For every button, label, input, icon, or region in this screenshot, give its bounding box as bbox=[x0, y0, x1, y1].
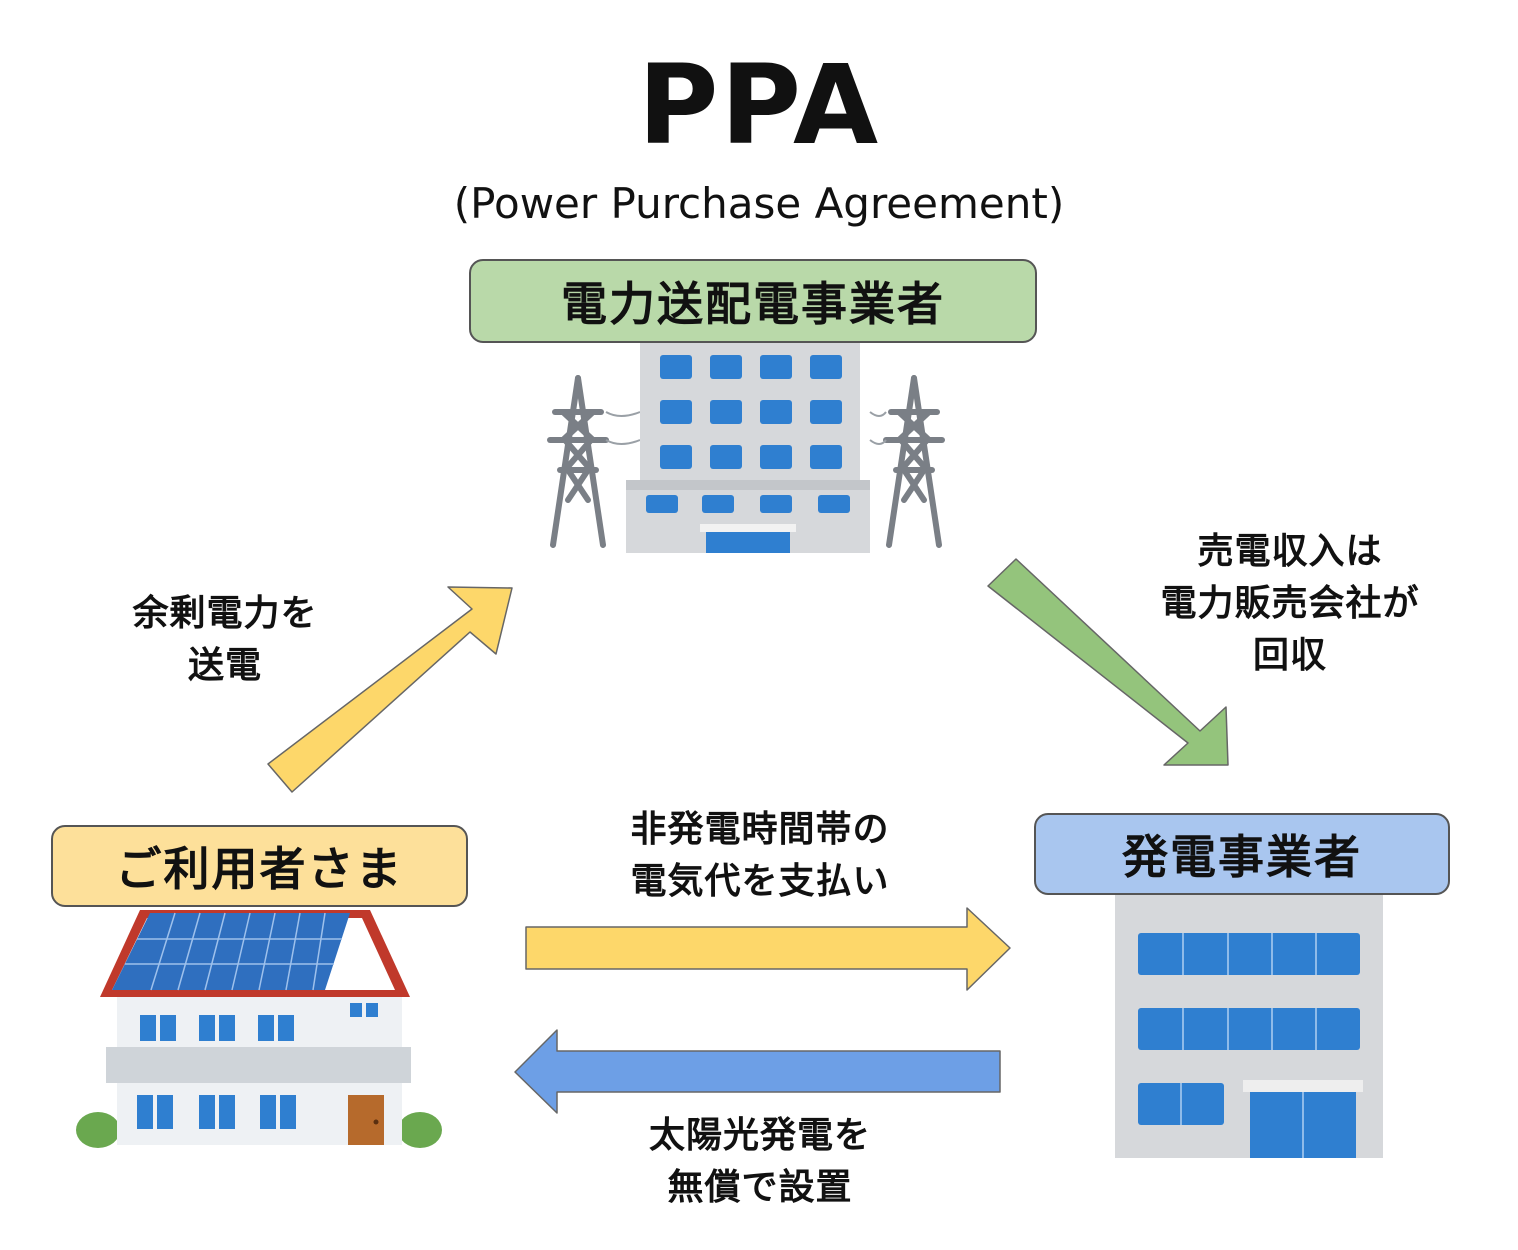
free-install-note-line-2: 無償で設置 bbox=[667, 1167, 853, 1208]
arrow-install-to-customer bbox=[514, 1029, 1001, 1114]
surplus-note-line-1: 余剰電力を bbox=[132, 593, 318, 634]
surplus-power-note: 余剰電力を 送電 bbox=[80, 588, 370, 692]
payment-note-line-1: 非発電時間帯の bbox=[630, 809, 890, 850]
arrow-surplus-to-grid bbox=[267, 586, 513, 793]
pylon-left-icon bbox=[547, 375, 609, 548]
payment-note: 非発電時間帯の 電気代を支払い bbox=[560, 804, 960, 908]
generator-label: 発電事業者 bbox=[1034, 813, 1450, 895]
surplus-note-line-2: 送電 bbox=[187, 645, 262, 686]
arrow-revenue-to-generator bbox=[987, 558, 1229, 766]
solar-house-icon bbox=[76, 910, 442, 1148]
revenue-note-line-1: 売電収入は bbox=[1197, 531, 1383, 572]
office-building-icon bbox=[1115, 895, 1383, 1158]
payment-note-line-2: 電気代を支払い bbox=[630, 861, 890, 902]
customer-label: ご利用者さま bbox=[51, 825, 468, 907]
revenue-note: 売電収入は 電力販売会社が 回収 bbox=[1120, 526, 1460, 682]
revenue-note-line-3: 回収 bbox=[1252, 635, 1327, 676]
page-subtitle: (Power Purchase Agreement) bbox=[453, 179, 1065, 228]
page-title: PPA bbox=[637, 41, 881, 169]
free-install-note: 太陽光発電を 無償で設置 bbox=[560, 1110, 960, 1214]
power-company-building-icon bbox=[547, 343, 945, 553]
pylon-right-icon bbox=[883, 375, 945, 548]
grid-operator-label: 電力送配電事業者 bbox=[469, 259, 1037, 343]
free-install-note-line-1: 太陽光発電を bbox=[648, 1115, 871, 1156]
solar-panel-icon bbox=[112, 912, 350, 991]
arrow-payment-to-generator bbox=[525, 907, 1011, 991]
revenue-note-line-2: 電力販売会社が bbox=[1160, 583, 1420, 624]
